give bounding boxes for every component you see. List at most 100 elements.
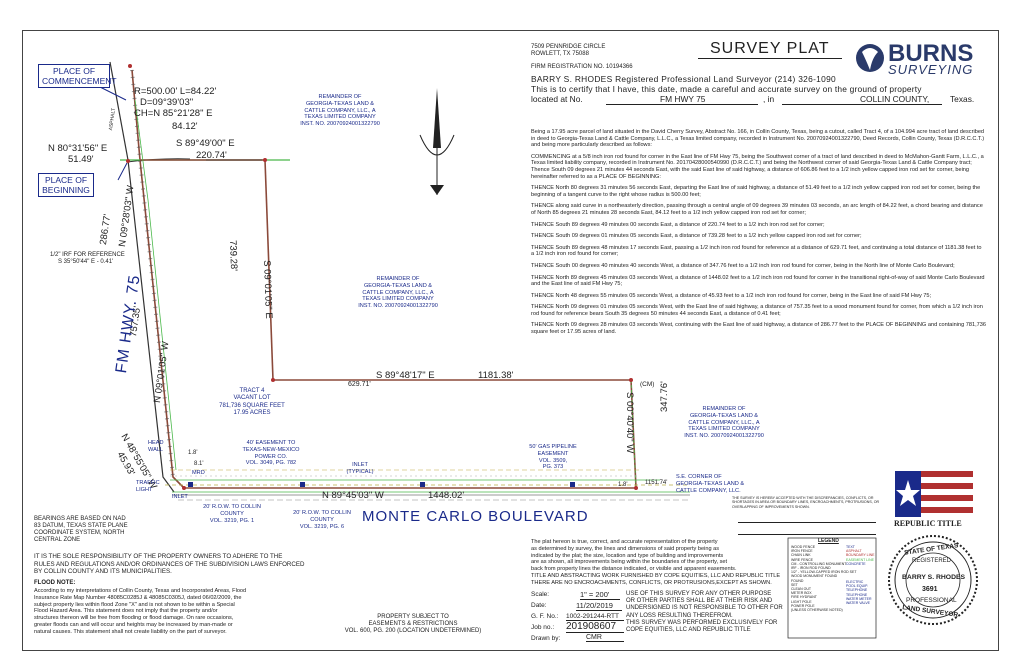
remainder-line: REMAINDER OF: [702, 406, 746, 412]
row-mid-label: 20' R.O.W. TO COLLIN COUNTY VOL. 3219, P…: [282, 510, 362, 530]
legend-right-column: TEXT ASPHALT BOUNDARY LINE EASEMENT LINE…: [846, 545, 874, 605]
logo-text-top: BURNS: [888, 40, 974, 67]
gas-line-text: PG. 373: [542, 464, 564, 471]
desc-paragraph: COMMENCING at a 5/8 inch iron rod found …: [531, 153, 984, 180]
legend-item: WIRE FENCE: [791, 557, 813, 562]
burns-logo-icon: [856, 44, 884, 72]
use-note-line: ANY LOSS RESULTING THEREFROM.: [626, 612, 733, 619]
cert-line-3a: located at No.: [531, 94, 583, 104]
remainder-line: INST. NO. 20070924001322790: [300, 121, 380, 128]
legend-item: POWER POLE: [791, 603, 815, 608]
legend-item: WOOD MONUMENT FOUND: [791, 574, 838, 579]
firm-registration: FIRM REGISTRATION NO. 10194366: [531, 64, 633, 70]
inlet-marker-4: [570, 482, 575, 487]
remainder-middle: REMAINDER OF GEORGIA-TEXAS LAND & CATTLE…: [338, 276, 458, 310]
desc-paragraph: THENCE South 89 degrees 49 minutes 00 se…: [531, 221, 825, 228]
bearings-line: 83 DATUM, TEXAS STATE PLANE: [34, 523, 128, 529]
bearing-3: S 09°01'05" E: [261, 260, 275, 319]
bearing-5: S 00°40'40" W: [624, 392, 635, 454]
iron-rod-3: [271, 378, 275, 382]
row-line-text: 20' R.O.W. TO COLLIN: [203, 504, 261, 510]
tract-line: 781,736 SQUARE FEET: [219, 402, 285, 409]
inlet-line-text: INLET: [352, 462, 368, 468]
head-wall-text: WALL: [148, 446, 164, 453]
remainder-line: CATTLE COMPANY, LLC., A: [304, 107, 376, 114]
use-note: USE OF THIS SURVEY FOR ANY OTHER PURPOSE…: [626, 591, 783, 634]
responsibility-line: IT IS THE SOLE RESPONSIBILITY OF THE PRO…: [34, 553, 283, 560]
plat-note-line: The plat hereon is true, correct, and ac…: [531, 539, 718, 545]
inlet-marker-2: [300, 482, 305, 487]
subject-line: EASEMENTS & RESTRICTIONS: [368, 621, 458, 627]
legend-box: [787, 537, 877, 639]
responsibility-note: IT IS THE SOLE RESPONSIBILITY OF THE PRO…: [34, 553, 304, 576]
tract-line: 17.95 ACRES: [233, 410, 271, 417]
row-line-text: 20' R.O.W. TO COLLIN: [293, 510, 351, 516]
bearing-6: N 89°45'03" W: [322, 490, 384, 501]
legend-item: ELECTRIC: [846, 580, 864, 585]
legend-item: (UNLESS OTHERWISE NOTED): [791, 608, 843, 613]
company-address-2: ROWLETT, TX 75088: [531, 51, 589, 57]
boundary-west-segment: [131, 69, 185, 489]
tract-line: VACANT LOT: [233, 395, 271, 402]
bearings-line: CENTRAL ZONE: [34, 537, 81, 543]
accept-line: OVERLAPPING OF IMPROVEMENTS SHOWN.: [732, 504, 810, 509]
drawn-label: Drawn by:: [531, 635, 561, 642]
inlet-marker-1: [188, 482, 193, 487]
commencement-arrow: [99, 86, 127, 101]
iron-rod-6: [182, 486, 186, 490]
iron-rod-1: [126, 159, 130, 163]
legend-left-column: WOOD FENCE IRON FENCE CHAIN LINK WIRE FE…: [791, 545, 857, 612]
desc-paragraph: THENCE South 09 degrees 01 minutes 05 se…: [531, 233, 862, 240]
bearings-line: BEARINGS ARE BASED ON NAD: [34, 516, 126, 522]
easement-40-label: 40' EASEMENT TO TEXAS-NEW-MEXICO POWER C…: [226, 440, 316, 467]
seal-registered: REGISTERED: [912, 558, 952, 564]
tract-label: TRACT 4 VACANT LOT 781,736 SQUARE FEET 1…: [202, 388, 302, 418]
beginning-text: PLACE OF BEGINNING: [42, 175, 90, 195]
iron-rod-4: [629, 378, 633, 382]
seal-name: BARRY S. RHODES: [902, 574, 966, 581]
gas-line-text: EASEMENT: [537, 450, 569, 457]
legend-item: WATER METER: [846, 596, 872, 601]
logo-text-bottom: SURVEYING: [888, 62, 974, 77]
curve-delta: D=09°39'03": [140, 97, 194, 108]
bearings-note: BEARINGS ARE BASED ON NAD 83 DATUM, TEXA…: [34, 516, 128, 544]
mrd-label: MRD: [192, 470, 205, 476]
cert-state: Texas.: [950, 94, 975, 104]
plat-note-line: TITLE AND ABSTRACTING WORK FURNISHED BY …: [531, 572, 781, 579]
offset-1: 1.8': [188, 450, 198, 456]
cert-location: FM HWY 75: [660, 94, 706, 104]
curve-radius: R=500.00' L=84.22': [134, 86, 217, 97]
remainder-line: TEXAS LIMITED COMPANY: [304, 114, 376, 121]
legend-item: IRON FENCE: [791, 549, 813, 554]
responsibility-line: BY COLLIN COUNTY AND ITS MUNICIPALITIES.: [34, 568, 172, 576]
flood-line: Flood Hazard Area. This statement does n…: [34, 608, 218, 615]
distance-2: 220.74': [196, 150, 227, 161]
gf-label: G. F. No.:: [531, 613, 559, 620]
legend-item: IRF - IRON ROD FOUND: [791, 566, 831, 571]
traffic-light-label: TRAFFIC LIGHT: [136, 480, 160, 494]
desc-paragraph: THENCE North 80 degrees 31 minutes 56 se…: [531, 185, 981, 198]
flood-line: According to my interpretations of Colli…: [34, 588, 247, 594]
signature-line-2: [738, 534, 876, 535]
cert-underline-2: [782, 104, 942, 105]
hwy-west-line: [109, 61, 175, 493]
date-value: 11/20/2019: [576, 601, 622, 611]
traffic-light-text: LIGHT: [136, 486, 153, 493]
legend-item: EASEMENT LINE: [846, 557, 874, 562]
legend-item: WATER VALVE: [846, 601, 870, 606]
boundary-east-upper: [264, 159, 274, 381]
date-label: Date:: [531, 602, 547, 609]
remainder-top: REMAINDER OF GEORGIA-TEXAS LAND & CATTLE…: [280, 94, 400, 128]
desc-paragraph: THENCE North 09 degrees 01 minutes 05 se…: [531, 304, 983, 317]
plat-note-line: are as shown, all improvements being wit…: [531, 559, 728, 566]
se-line-text: S.E. CORNER OF: [676, 474, 722, 480]
distance-4-ref: 629.71': [348, 381, 371, 388]
inlet-label: INLET: [172, 494, 188, 500]
use-note-line: OR OTHER PARTIES SHALL BE AT THEIR RISK …: [626, 598, 773, 605]
surveyor-seal-icon: [888, 535, 978, 625]
se-corner-label: S.E. CORNER OF GEORGIA-TEXAS LAND & CATT…: [676, 474, 744, 494]
flood-line: natural causes. This statement shall not…: [34, 628, 227, 635]
tract-line: TRACT 4: [239, 388, 265, 394]
gf-value: 1002-291244-RTT: [566, 613, 624, 621]
inlet-typical-label: INLET (TYPICAL): [340, 462, 380, 476]
